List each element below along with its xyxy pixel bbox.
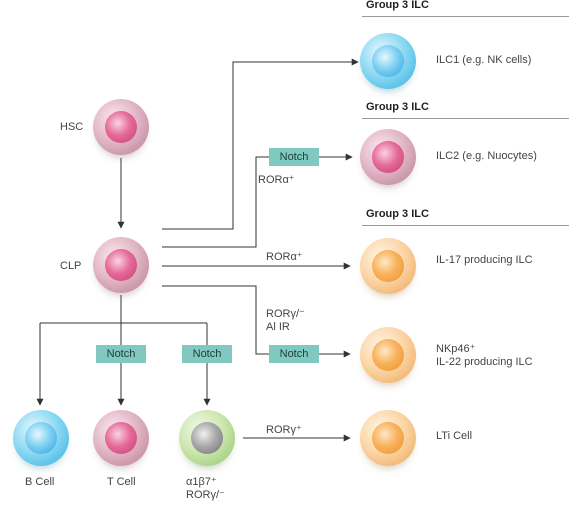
il17-cell-icon	[360, 238, 416, 294]
arrow-clp-to-ilc1	[162, 58, 359, 230]
ilc2-label: ILC2 (e.g. Nuocytes)	[436, 150, 537, 162]
factor-nkp46-line2: Al IR	[266, 321, 290, 333]
group-divider-3	[362, 225, 569, 226]
notch-box-alpha: Notch	[182, 345, 232, 363]
b-cell-label: B Cell	[25, 476, 55, 488]
clp-label: CLP	[60, 260, 82, 272]
lti-cell-icon	[360, 410, 416, 466]
alpha-cell-label-line1: α1β7⁺	[186, 476, 217, 488]
il17-label: IL-17 producing ILC	[436, 254, 533, 266]
hsc-cell-icon	[93, 99, 149, 155]
t-cell-label: T Cell	[107, 476, 136, 488]
factor-il17: RORα⁺	[266, 251, 303, 263]
arrow-clp-to-ilc2	[162, 156, 269, 248]
factor-nkp46-line1: RORγ/⁻	[266, 308, 305, 320]
notch-box-t-cell: Notch	[96, 345, 146, 363]
nkp46-cell-icon	[360, 327, 416, 383]
ilc1-cell-icon	[360, 33, 416, 89]
factor-lti: RORγ⁺	[266, 424, 302, 436]
group-heading-1: Group 3 ILC	[366, 0, 429, 11]
hsc-label: HSC	[60, 121, 84, 133]
alpha-cell-label-line2: RORγ/⁻	[186, 489, 225, 501]
nkp46-label-line1: NKp46⁺	[436, 343, 476, 355]
arrow-clp-to-nkp46	[162, 285, 269, 355]
group-divider-1	[362, 16, 569, 17]
nkp46-label-line2: IL-22 producing ILC	[436, 356, 533, 368]
t-cell-icon	[93, 410, 149, 466]
group-heading-3: Group 3 ILC	[366, 208, 429, 220]
clp-cell-icon	[93, 237, 149, 293]
lti-label: LTi Cell	[436, 430, 473, 442]
notch-box-nkp46: Notch	[269, 345, 319, 363]
alpha-cell-icon	[179, 410, 235, 466]
ilc1-label: ILC1 (e.g. NK cells)	[436, 54, 532, 66]
b-cell-icon	[13, 410, 69, 466]
group-heading-2: Group 3 ILC	[366, 101, 429, 113]
notch-box-ilc2: Notch	[269, 148, 319, 166]
factor-ilc2: RORα⁺	[258, 174, 295, 186]
ilc2-cell-icon	[360, 129, 416, 185]
group-divider-2	[362, 118, 569, 119]
